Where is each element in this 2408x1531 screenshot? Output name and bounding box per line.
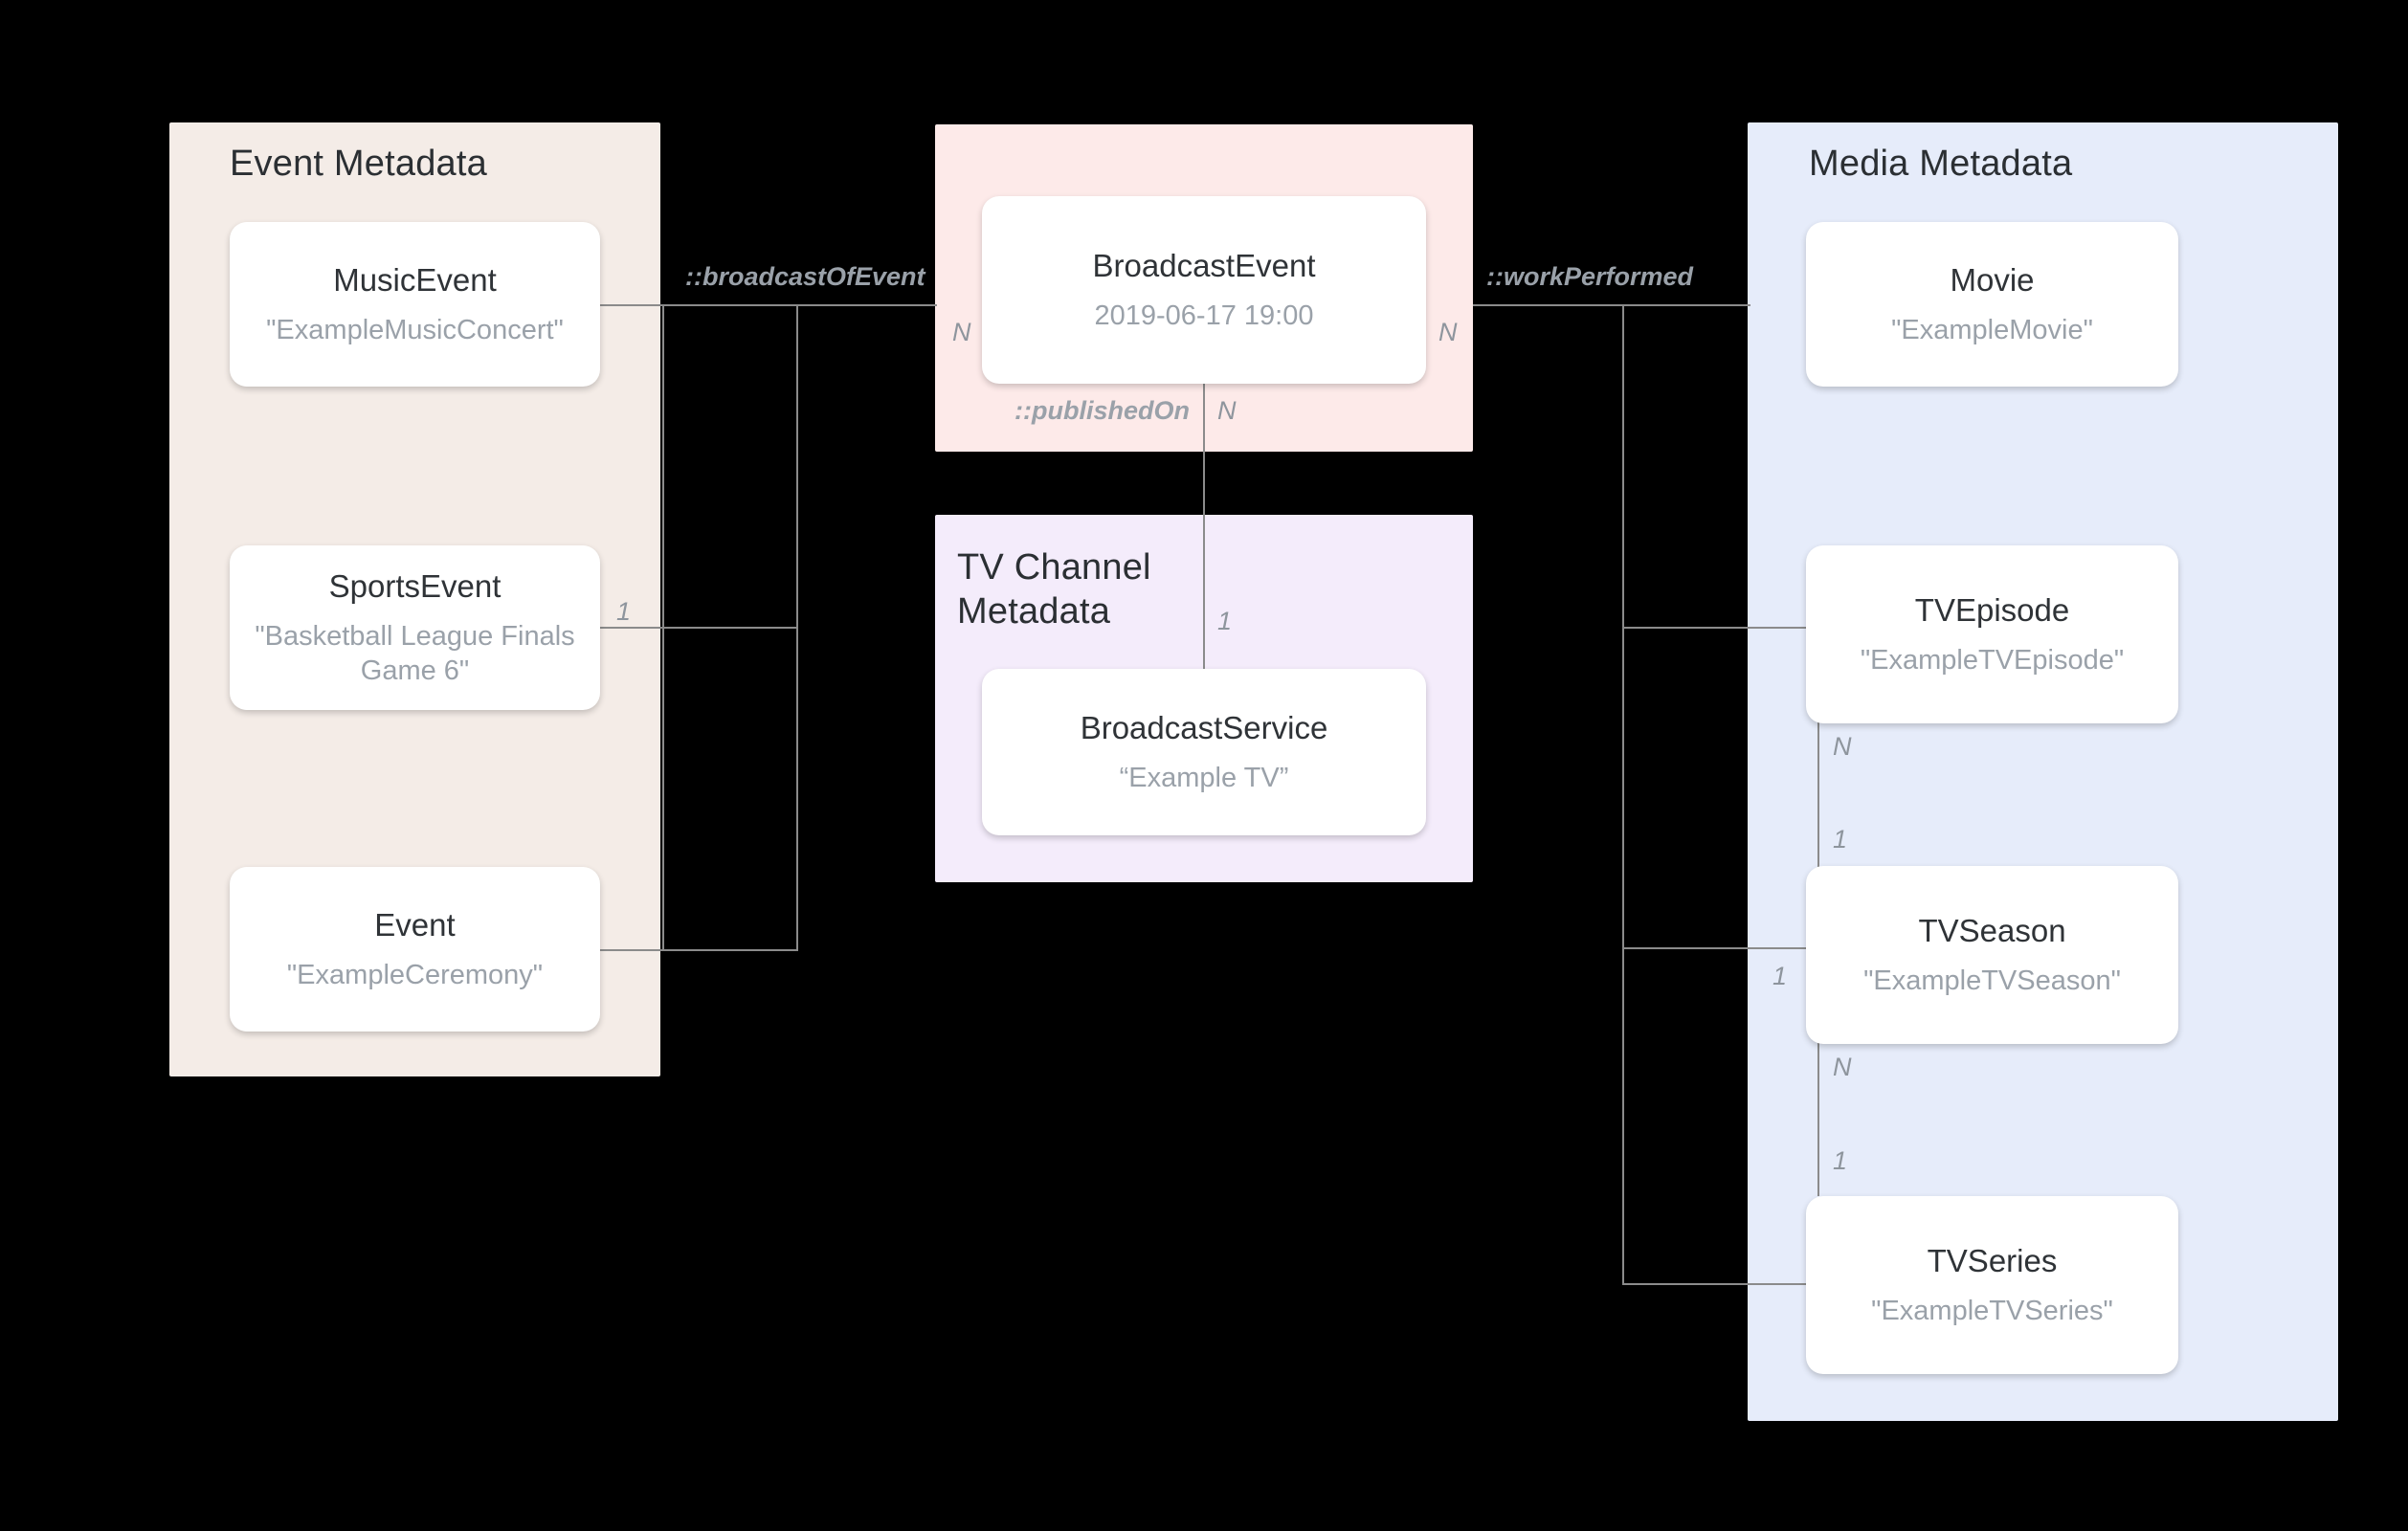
connector-event-stub	[598, 949, 796, 951]
connector-media-bus-to-tv-season	[1622, 947, 1806, 949]
node-music-event[interactable]: MusicEvent "ExampleMusicConcert"	[230, 222, 600, 387]
node-title: Movie	[1950, 262, 2035, 298]
cardinality-tv-series-from-season-one: 1	[1833, 1146, 1848, 1175]
node-title: SportsEvent	[328, 568, 502, 604]
cardinality-tv-season-from-episode-one: 1	[1833, 825, 1848, 854]
node-title: TVSeason	[1918, 913, 2066, 948]
node-title: Event	[374, 907, 456, 943]
relation-label-published-on: ::publishedOn	[1014, 396, 1190, 425]
node-broadcast-event[interactable]: BroadcastEvent 2019-06-17 19:00	[982, 196, 1426, 384]
connector-event-bus-left	[662, 304, 664, 951]
panel-title-event-metadata: Event Metadata	[230, 144, 487, 184]
connector-published-on	[1203, 383, 1205, 670]
node-subtitle: "ExampleTVSeason"	[1863, 965, 2121, 996]
node-tv-series[interactable]: TVSeries "ExampleTVSeries"	[1806, 1196, 2178, 1374]
connector-event-to-broadcast-event	[796, 304, 937, 306]
node-subtitle: "ExampleCeremony"	[286, 960, 544, 990]
node-subtitle: "ExampleMovie"	[1891, 315, 2093, 345]
connector-music-event-stub	[598, 304, 796, 306]
node-subtitle: "ExampleMusicConcert"	[266, 315, 564, 345]
node-broadcast-service[interactable]: BroadcastService “Example TV”	[982, 669, 1426, 835]
relation-label-broadcast-of-event: ::broadcastOfEvent	[685, 262, 925, 291]
node-subtitle: “Example TV”	[1119, 763, 1289, 793]
node-movie[interactable]: Movie "ExampleMovie"	[1806, 222, 2178, 387]
node-title: TVSeries	[1927, 1243, 2058, 1278]
cardinality-published-on-n: N	[1217, 396, 1237, 425]
node-tv-season[interactable]: TVSeason "ExampleTVSeason"	[1806, 866, 2178, 1044]
node-subtitle: "ExampleTVSeries"	[1871, 1296, 2113, 1326]
connector-sports-event-stub	[598, 627, 796, 629]
cardinality-tv-episode-to-season-n: N	[1833, 732, 1852, 761]
connector-media-bus	[1622, 304, 1624, 1285]
connector-event-bus-right	[796, 304, 798, 951]
cardinality-tv-season-to-series-n: N	[1833, 1053, 1852, 1081]
connector-tv-season-to-tv-series	[1817, 1043, 1819, 1196]
node-subtitle: "Basketball League Finals Game 6"	[255, 621, 575, 686]
node-title: BroadcastService	[1080, 710, 1328, 745]
panel-title-media-metadata: Media Metadata	[1809, 144, 2073, 184]
node-title: MusicEvent	[333, 262, 497, 298]
connector-media-bus-to-tv-series	[1622, 1283, 1806, 1285]
node-tv-episode[interactable]: TVEpisode "ExampleTVEpisode"	[1806, 545, 2178, 723]
relation-label-work-performed: ::workPerformed	[1486, 262, 1694, 291]
connector-broadcast-event-to-media	[1473, 304, 1750, 306]
node-title: BroadcastEvent	[1092, 248, 1316, 283]
node-subtitle: "ExampleTVEpisode"	[1860, 645, 2125, 676]
cardinality-broadcast-service-one: 1	[1217, 607, 1233, 635]
node-subtitle: 2019-06-17 19:00	[1094, 300, 1314, 331]
panel-title-tv-channel-metadata: TV Channel Metadata	[957, 547, 1151, 632]
cardinality-sports-event-one: 1	[616, 597, 632, 626]
node-event[interactable]: Event "ExampleCeremony"	[230, 867, 600, 1032]
cardinality-broadcast-event-left: N	[952, 318, 971, 346]
connector-media-bus-to-tv-episode	[1622, 627, 1806, 629]
cardinality-tv-season-left-one: 1	[1773, 962, 1788, 990]
connector-tv-episode-to-tv-season	[1817, 722, 1819, 876]
cardinality-broadcast-event-right: N	[1438, 318, 1458, 346]
node-sports-event[interactable]: SportsEvent "Basketball League Finals Ga…	[230, 545, 600, 710]
node-title: TVEpisode	[1914, 592, 2070, 628]
